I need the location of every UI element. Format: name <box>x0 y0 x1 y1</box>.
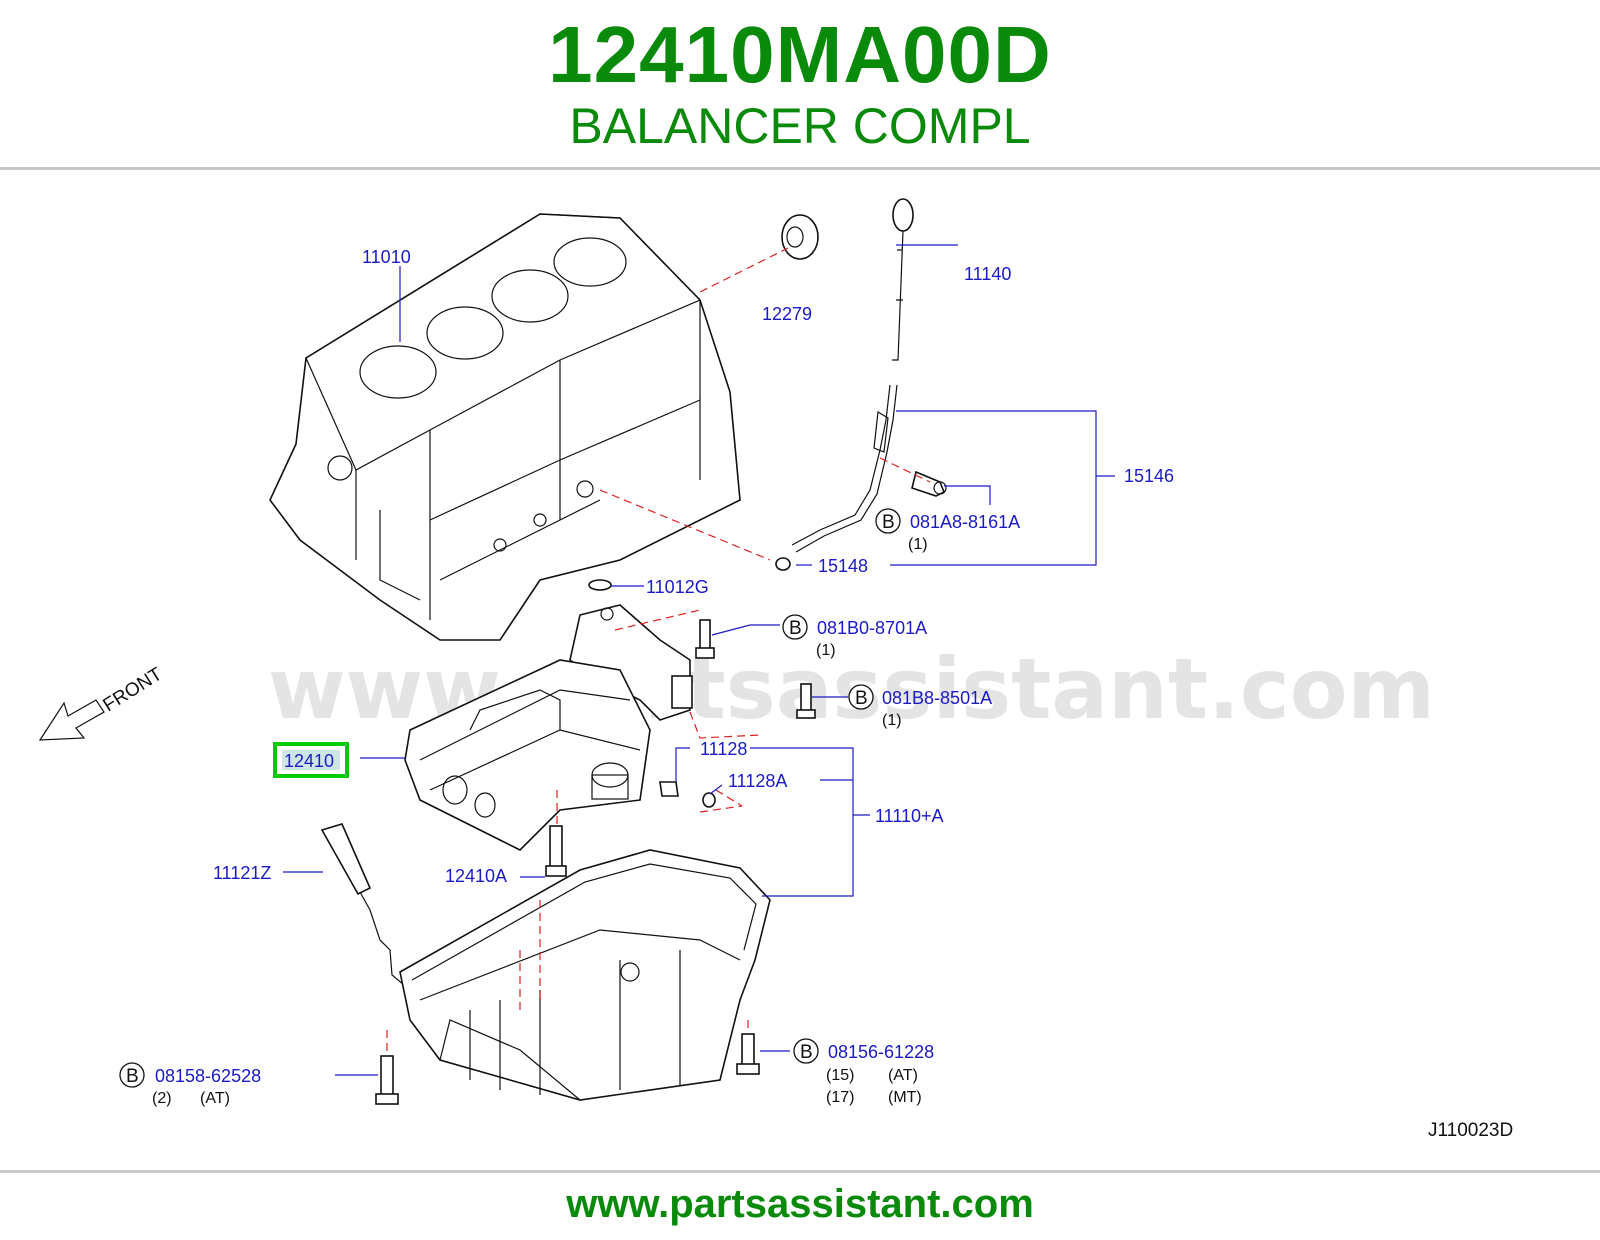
bolt-081a8-drawing <box>911 470 947 497</box>
drain-plug-drawing <box>659 781 716 808</box>
cylinder-block-drawing <box>269 213 741 641</box>
dipstick-drawing <box>892 198 914 361</box>
bolt-badge-letter: B <box>855 688 868 709</box>
callout-11128a[interactable]: 11128A <box>728 771 787 791</box>
callout-12279[interactable]: 12279 <box>762 304 812 324</box>
bolt-badge-icon <box>793 1038 819 1064</box>
oil-level-sensor-drawing <box>320 823 411 991</box>
oil-pan-drawing <box>399 849 771 1101</box>
callout-15148[interactable]: 15148 <box>818 556 868 576</box>
footer-website-link[interactable]: www.partsassistant.com <box>566 1182 1034 1226</box>
callout-081a8-8161a[interactable]: 081A8-8161A <box>910 512 1020 532</box>
bolt-badge-letter: B <box>882 512 895 533</box>
front-label: FRONT <box>100 664 167 717</box>
bolt-badge-letter: B <box>800 1042 813 1063</box>
diagram-code: J110023D <box>1428 1120 1513 1141</box>
part-number-title: 12410MA00D <box>548 10 1052 99</box>
callout-081a8-qty: (1) <box>908 536 928 553</box>
balancer-unit-drawing <box>404 659 651 851</box>
callout-08158-at: (AT) <box>200 1090 230 1107</box>
bolt-08156-drawing <box>736 1033 760 1075</box>
bolt-081b0-drawing <box>695 619 715 659</box>
highlight-fill <box>282 750 340 770</box>
bolt-badge-letter: B <box>789 618 802 639</box>
front-arrow-icon <box>38 699 105 741</box>
header: 12410MA00D BALANCER COMPL <box>0 0 1600 168</box>
o-ring-11012g-drawing <box>588 579 612 591</box>
bolt-12410a-drawing <box>545 825 567 877</box>
oil-seal-drawing <box>781 214 819 260</box>
callout-11128[interactable]: 11128 <box>700 739 747 759</box>
bolt-badge-icon <box>875 508 901 534</box>
callout-08158-qty: (2) <box>152 1090 172 1107</box>
callout-11110a[interactable]: 11110+A <box>875 806 944 826</box>
callout-081b0-qty: (1) <box>816 642 836 659</box>
callout-08156-qty-mt: (17) <box>826 1089 854 1106</box>
dipstick-tube-drawing <box>791 384 898 553</box>
bolt-badge-icon <box>848 684 874 710</box>
callout-11012g[interactable]: 11012G <box>646 577 709 597</box>
bolt-08158-drawing <box>375 1055 399 1105</box>
callout-11140[interactable]: 11140 <box>964 264 1011 284</box>
bolt-badge-icon <box>782 614 808 640</box>
footer-divider <box>0 1170 1600 1173</box>
callout-12410[interactable]: 12410 <box>284 751 334 771</box>
bolt-badge-icon <box>119 1062 145 1088</box>
header-divider <box>0 167 1600 170</box>
bolt-badge-letter: B <box>126 1066 139 1087</box>
callout-081b0-8701a[interactable]: 081B0-8701A <box>817 618 927 638</box>
callout-11121z[interactable]: 11121Z <box>213 863 271 883</box>
callout-08156-at: (AT) <box>888 1067 918 1084</box>
callout-08156-qty-at: (15) <box>826 1067 854 1084</box>
callout-08158-62528[interactable]: 08158-62528 <box>155 1066 261 1086</box>
callout-12410a[interactable]: 12410A <box>445 866 507 886</box>
callout-081b8-8501a[interactable]: 081B8-8501A <box>882 688 992 708</box>
callout-081b8-qty: (1) <box>882 712 902 729</box>
callout-11010[interactable]: 11010 <box>362 247 411 267</box>
o-ring-15148-drawing <box>775 557 791 571</box>
callout-08156-61228[interactable]: 08156-61228 <box>828 1042 934 1062</box>
part-name-subtitle: BALANCER COMPL <box>569 98 1031 154</box>
bolt-081b8-drawing <box>796 683 816 719</box>
callout-15146[interactable]: 15146 <box>1124 466 1174 486</box>
callout-08156-mt: (MT) <box>888 1089 922 1106</box>
